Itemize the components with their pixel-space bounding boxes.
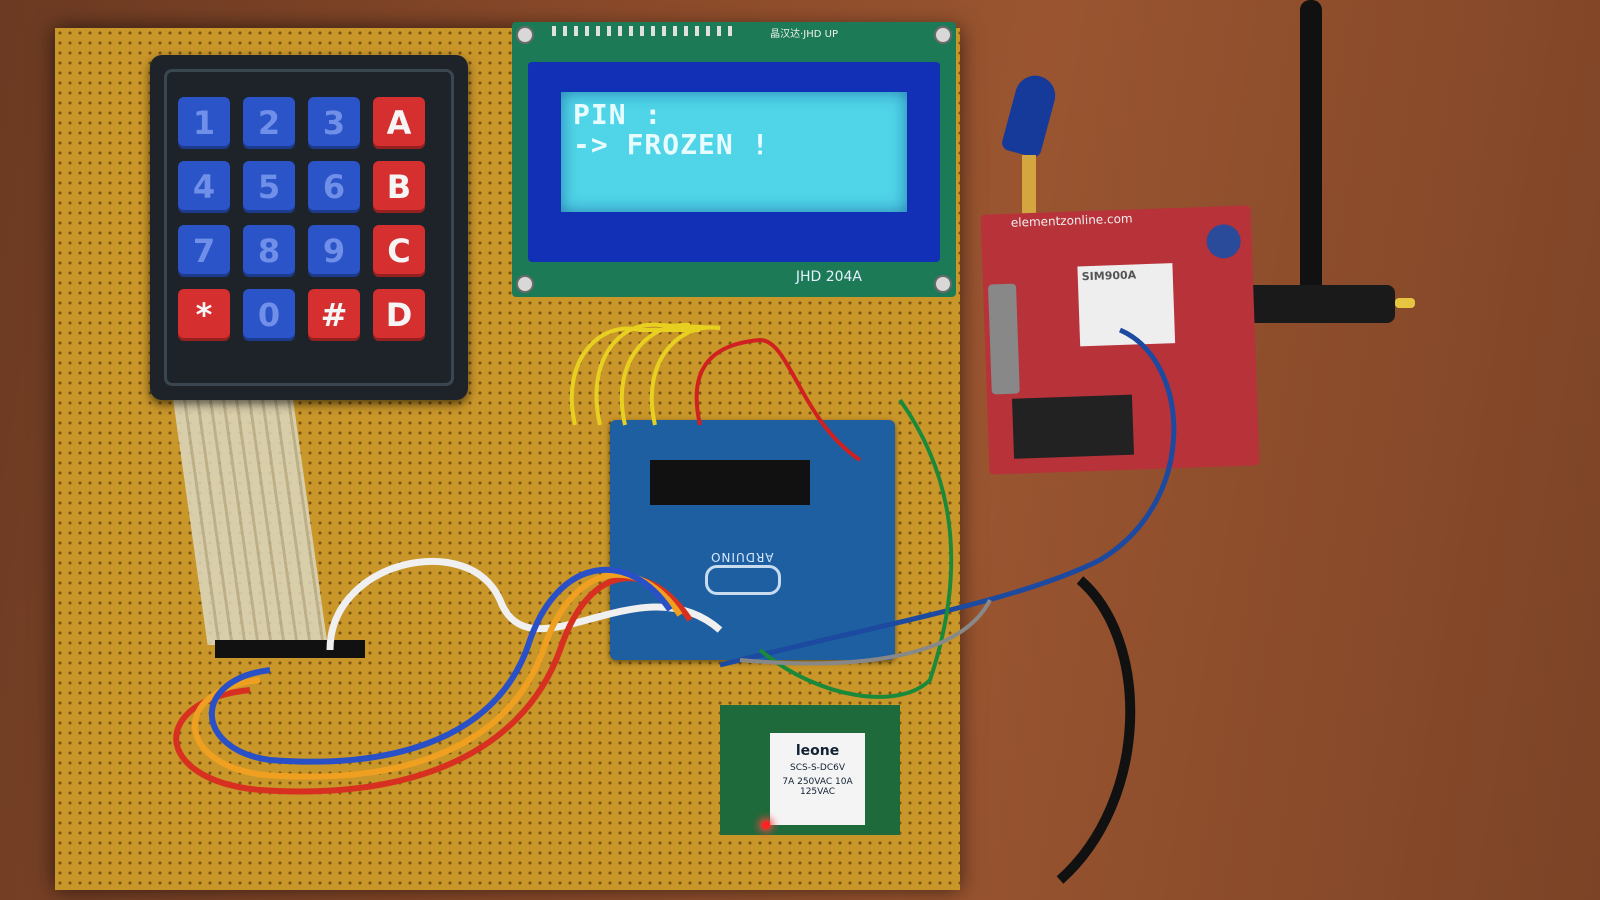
lcd-brand-text: 晶汉达·JHD UP [770, 29, 838, 40]
key-9: 9 [308, 225, 360, 277]
ribbon-header [215, 640, 365, 658]
relay-brand: leone [795, 743, 840, 759]
lcd-screen: PIN : -> FROZEN ! [561, 92, 907, 212]
microcontroller-chip [650, 460, 810, 505]
lcd-bezel: PIN : -> FROZEN ! [528, 62, 940, 262]
mount-hole [934, 26, 952, 44]
serial-port [987, 283, 1020, 395]
key-7: 7 [178, 225, 230, 277]
key-2: 2 [243, 97, 295, 149]
key-3: 3 [308, 97, 360, 149]
relay-module: leone SCS-S-DC6V 7A 250VAC 10A 125VAC [720, 705, 900, 835]
power-cable [1300, 0, 1322, 310]
arduino-board: ARDUINO [610, 420, 895, 660]
arduino-logo-icon [705, 565, 781, 595]
relay-component: leone SCS-S-DC6V 7A 250VAC 10A 125VAC [770, 733, 865, 825]
gsm-antenna [1000, 71, 1060, 159]
lcd-line-1: PIN : [573, 98, 663, 131]
arduino-label: ARDUINO [710, 550, 774, 564]
key-c: C [373, 225, 425, 277]
key-hash: # [308, 289, 360, 341]
sim900-chip: SIM900A [1077, 263, 1176, 347]
key-b: B [373, 161, 425, 213]
key-5: 5 [243, 161, 295, 213]
mount-hole [516, 26, 534, 44]
relay-model: SCS-S-DC6V [789, 763, 845, 773]
key-6: 6 [308, 161, 360, 213]
lcd-model-label: JHD 204A [795, 269, 862, 285]
key-1: 1 [178, 97, 230, 149]
lcd-header-pins [552, 26, 732, 36]
key-8: 8 [243, 225, 295, 277]
sim900-label: SIM900A [1081, 268, 1137, 284]
lcd-module: 晶汉达·JHD UP PIN : -> FROZEN ! JHD 204A [512, 22, 956, 297]
key-0: 0 [243, 289, 295, 341]
relay-led [762, 821, 770, 829]
key-4: 4 [178, 161, 230, 213]
lcd-line-2: -> FROZEN ! [573, 128, 770, 161]
sim-card-slot [1011, 394, 1135, 459]
dc-plug-tip [1395, 298, 1415, 308]
gsm-module: elementzonline.com SIM900A [980, 205, 1260, 475]
mount-hole [516, 275, 534, 293]
key-star: * [178, 289, 230, 341]
relay-rating: 7A 250VAC 10A 125VAC [782, 777, 853, 797]
gsm-url-text: elementzonline.com [1010, 211, 1133, 230]
capacitor [1206, 223, 1242, 259]
mount-hole [934, 275, 952, 293]
keypad-border [164, 69, 454, 386]
key-d: D [373, 289, 425, 341]
key-a: A [373, 97, 425, 149]
membrane-keypad: 1 2 3 A 4 5 6 B 7 8 9 C * 0 # D [150, 55, 468, 400]
